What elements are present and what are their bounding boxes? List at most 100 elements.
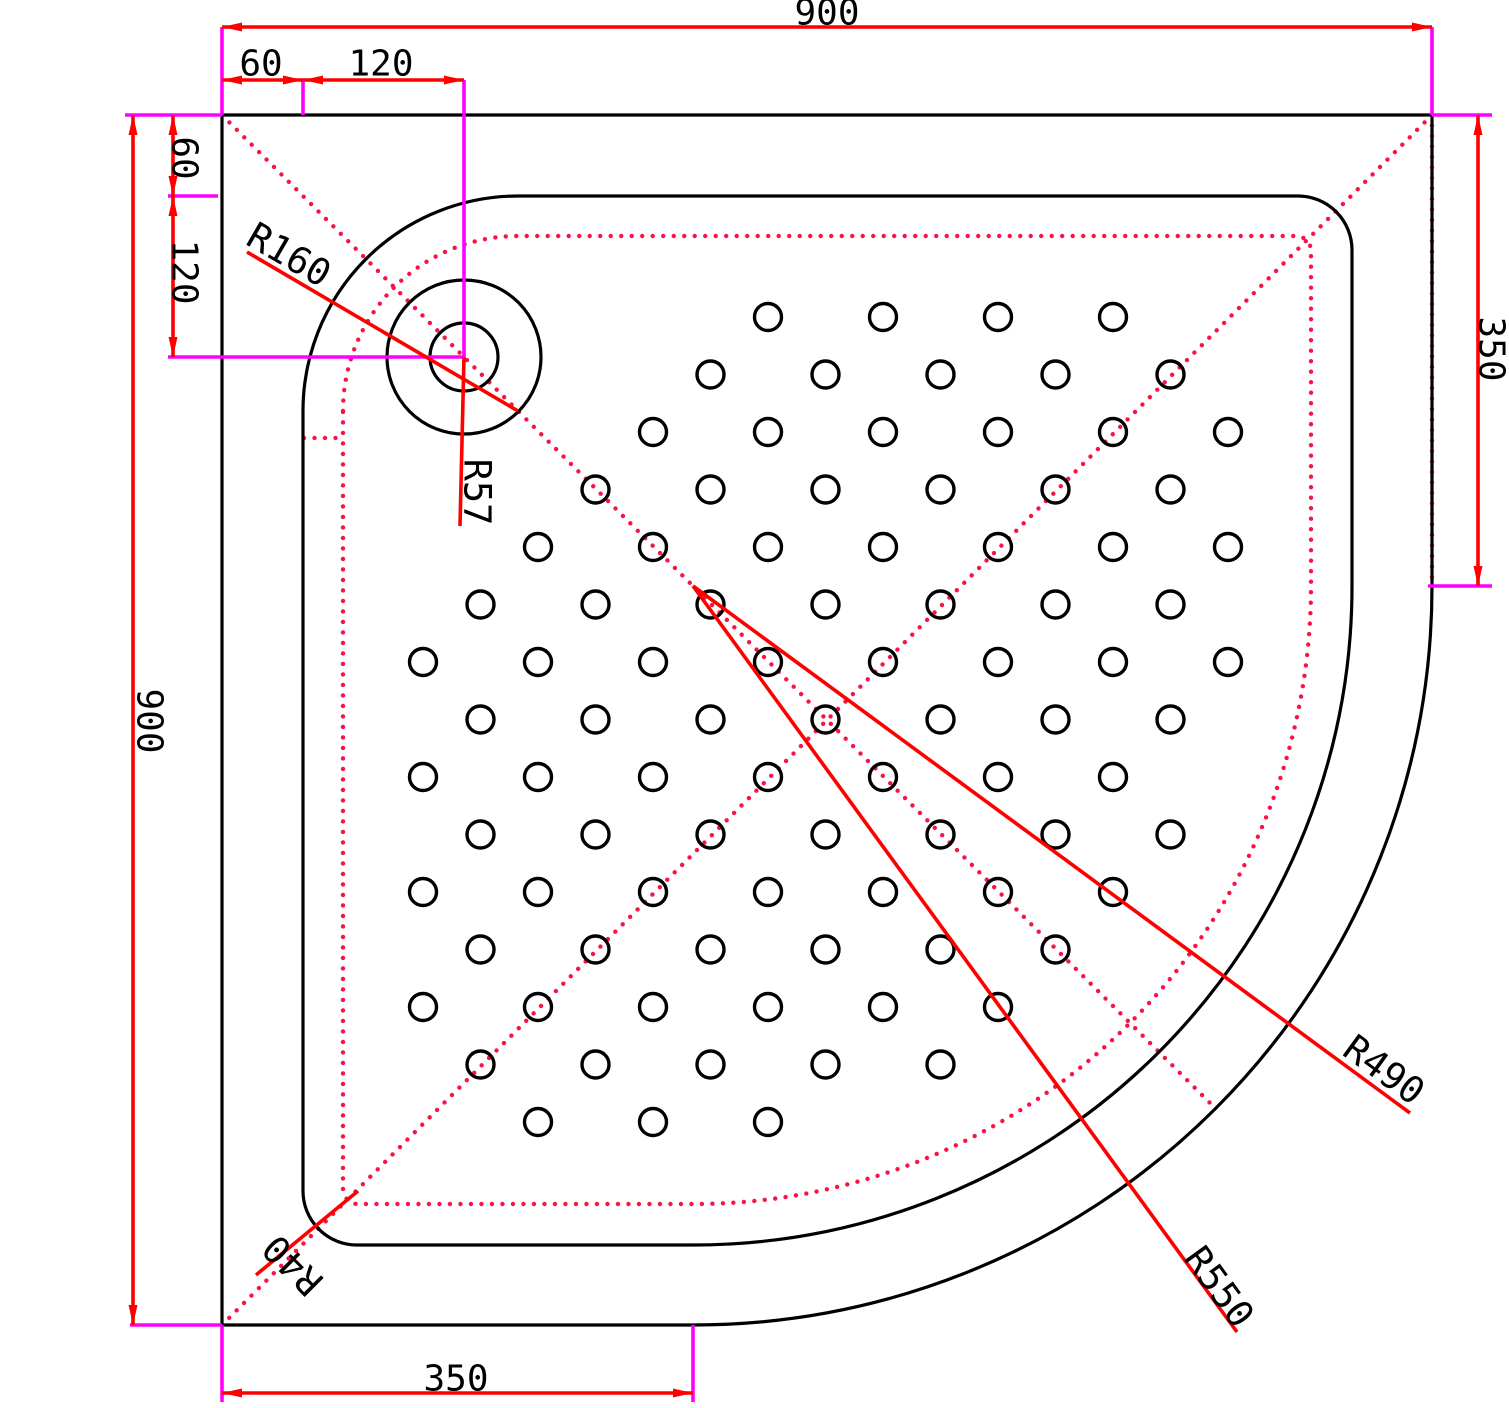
anti-slip-hole <box>407 761 439 793</box>
dim-label-right-350: 350 <box>1471 316 1509 381</box>
anti-slip-hole <box>695 474 726 505</box>
anti-slip-hole <box>1097 646 1129 678</box>
anti-slip-hole <box>695 934 726 965</box>
anti-slip-hole <box>637 876 669 908</box>
anti-slip-hole <box>982 991 1014 1023</box>
anti-slip-hole <box>637 531 669 563</box>
anti-slip-hole <box>695 819 726 850</box>
diagonal-centerline-2 <box>219 112 1435 1328</box>
anti-slip-hole <box>407 646 439 678</box>
anti-slip-hole <box>752 646 784 678</box>
anti-slip-hole <box>810 1049 841 1080</box>
anti-slip-hole <box>637 991 669 1023</box>
anti-slip-hole <box>465 589 496 620</box>
dimension-arrowhead <box>283 75 303 85</box>
anti-slip-hole <box>407 876 439 908</box>
anti-slip-hole <box>982 646 1014 678</box>
anti-slip-hole <box>1155 359 1186 390</box>
anti-slip-hole <box>867 301 899 333</box>
anti-slip-hole <box>752 1106 784 1138</box>
anti-slip-hole <box>810 359 841 390</box>
radius-leader-r40 <box>254 1189 360 1277</box>
anti-slip-hole <box>522 761 554 793</box>
dimension-arrowhead <box>303 75 323 85</box>
inner-rim-profile <box>301 194 1354 1247</box>
radius-label-r57: R57 <box>456 459 499 526</box>
anti-slip-hole <box>695 1049 726 1080</box>
floor-dotted-outline <box>340 233 1314 1207</box>
anti-slip-hole <box>580 474 611 505</box>
anti-slip-hole <box>695 359 726 390</box>
anti-slip-hole <box>867 646 899 678</box>
anti-slip-hole <box>522 991 554 1023</box>
anti-slip-hole <box>522 646 554 678</box>
anti-slip-hole <box>580 819 611 850</box>
anti-slip-hole <box>522 876 554 908</box>
anti-slip-hole <box>1040 589 1071 620</box>
anti-slip-hole <box>637 646 669 678</box>
anti-slip-hole <box>925 474 956 505</box>
anti-slip-hole <box>867 416 899 448</box>
anti-slip-hole <box>925 704 956 735</box>
anti-slip-hole <box>867 531 899 563</box>
dim-label-left-60: 60 <box>164 136 205 179</box>
anti-slip-hole <box>810 589 841 620</box>
anti-slip-hole <box>1212 416 1244 448</box>
anti-slip-hole <box>522 1106 554 1138</box>
anti-slip-hole <box>1155 704 1186 735</box>
anti-slip-hole <box>982 761 1014 793</box>
anti-slip-hole <box>752 991 784 1023</box>
anti-slip-hole <box>465 934 496 965</box>
anti-slip-hole <box>1040 474 1071 505</box>
dim-label-top-120: 120 <box>348 44 413 85</box>
anti-slip-hole <box>925 589 956 620</box>
dim-label-left-900: 900 <box>129 688 170 753</box>
dimension-arrowhead <box>1412 22 1432 32</box>
anti-slip-hole <box>982 301 1014 333</box>
anti-slip-hole <box>1097 531 1129 563</box>
dimension-arrowhead <box>168 196 178 216</box>
dimension-arrowhead <box>168 176 178 196</box>
dim-label-bottom-350: 350 <box>423 1359 488 1400</box>
radius-leader-r490 <box>691 584 1412 1115</box>
anti-slip-hole <box>522 531 554 563</box>
dimension-arrowhead <box>168 337 178 357</box>
dimension-arrowhead <box>1473 566 1483 586</box>
anti-slip-hole <box>465 1049 496 1080</box>
anti-slip-hole <box>867 761 899 793</box>
dimension-arrowhead <box>222 75 242 85</box>
anti-slip-hole <box>925 359 956 390</box>
anti-slip-hole <box>695 704 726 735</box>
dimension-arrowhead <box>168 115 178 135</box>
anti-slip-hole <box>1097 876 1129 908</box>
anti-slip-hole <box>580 704 611 735</box>
anti-slip-hole <box>925 819 956 850</box>
anti-slip-hole <box>1097 761 1129 793</box>
anti-slip-hole <box>1212 646 1244 678</box>
anti-slip-hole <box>752 761 784 793</box>
anti-slip-hole <box>752 876 784 908</box>
dim-label-top-900: 900 <box>794 0 859 34</box>
dimension-arrowhead <box>128 115 138 135</box>
dimension-arrowhead <box>222 22 242 32</box>
anti-slip-hole <box>752 531 784 563</box>
anti-slip-hole <box>1040 819 1071 850</box>
radius-leader-r57 <box>458 356 466 527</box>
dimension-arrowhead <box>444 75 464 85</box>
radius-leader-r160 <box>246 250 519 413</box>
dimension-arrowhead <box>128 1305 138 1325</box>
anti-slip-hole <box>1155 474 1186 505</box>
anti-slip-hole <box>1040 359 1071 390</box>
anti-slip-hole <box>1097 301 1129 333</box>
radius-leader-r550 <box>691 584 1239 1334</box>
dim-label-top-60: 60 <box>239 44 282 85</box>
anti-slip-hole <box>1212 531 1244 563</box>
anti-slip-hole <box>810 819 841 850</box>
anti-slip-hole <box>637 1106 669 1138</box>
dimension-arrowhead <box>222 1388 242 1398</box>
anti-slip-hole <box>982 416 1014 448</box>
dimension-arrowhead <box>1473 115 1483 135</box>
